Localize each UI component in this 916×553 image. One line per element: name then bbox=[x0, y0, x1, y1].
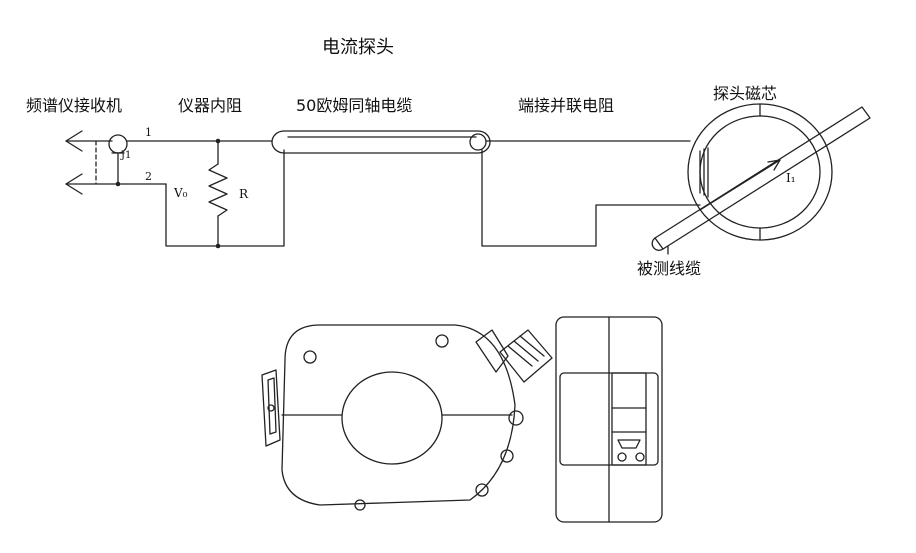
pin-j1-label: J1 bbox=[121, 150, 132, 161]
label-receiver: 频谱仪接收机 bbox=[26, 96, 123, 115]
label-coax-cable: 50欧姆同轴电缆 bbox=[296, 96, 413, 115]
connector-j1 bbox=[108, 134, 128, 185]
diagram-title: 电流探头 bbox=[322, 37, 394, 58]
label-cable-under-test: 被测线缆 bbox=[637, 259, 702, 278]
pin-2-label: 2 bbox=[145, 170, 152, 183]
voltage-label: V₀ bbox=[174, 186, 188, 200]
pin-1-label: 1 bbox=[145, 126, 152, 139]
current-label: I₁ bbox=[786, 171, 796, 185]
probe-core bbox=[687, 103, 833, 241]
probe-front-view bbox=[261, 324, 553, 511]
probe-side-view bbox=[555, 316, 663, 523]
coax-cable-body bbox=[271, 130, 491, 154]
internal-resistor bbox=[208, 140, 228, 247]
label-probe-core: 探头磁芯 bbox=[713, 84, 778, 103]
label-internal-resistance: 仪器内阻 bbox=[178, 96, 243, 115]
cable-under-test bbox=[651, 106, 871, 255]
wire-terminating-loop bbox=[481, 149, 701, 247]
resistor-label: R bbox=[239, 187, 249, 201]
label-terminating-resistor: 端接并联电阻 bbox=[518, 96, 615, 115]
return-wire bbox=[165, 149, 285, 247]
